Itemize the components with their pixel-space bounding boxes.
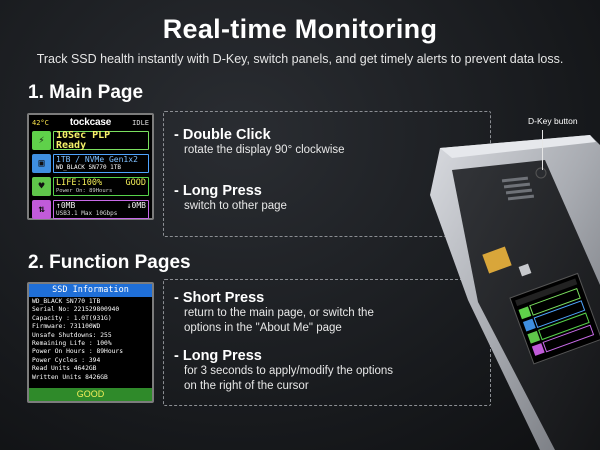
info-line: Read Units 4642GB bbox=[32, 365, 97, 373]
instruction-title: - Short Press bbox=[174, 290, 265, 306]
short-press-instruction: - Short Press return to the main page, o… bbox=[174, 290, 374, 336]
info-line: WD_BLACK SN770 1TB bbox=[32, 298, 101, 305]
plp-status: 10Sec PLP Ready bbox=[56, 129, 111, 151]
health-status: GOOD bbox=[29, 388, 152, 401]
d-key-pointer-line bbox=[542, 130, 543, 170]
info-line: Serial No: 221529800940 bbox=[32, 306, 120, 314]
long-press-3s-instruction: - Long Press for 3 seconds to apply/modi… bbox=[174, 348, 393, 394]
battery-icon: ⚡ bbox=[32, 131, 51, 150]
power-on-hours: Power On: 89Hours bbox=[56, 187, 113, 194]
instruction-text: return to the main page, or switch the bbox=[184, 307, 374, 319]
instruction-text: for 3 seconds to apply/modify the option… bbox=[184, 365, 394, 377]
life-percent: LIFE:100% bbox=[56, 178, 103, 188]
instruction-text: options in the "About Me" page bbox=[184, 322, 342, 334]
info-line: Capacity : 1.0T(931G) bbox=[32, 314, 112, 322]
status-text: IDLE bbox=[132, 118, 149, 127]
info-line: Unsafe Shutdowns: 255 bbox=[32, 331, 112, 339]
function-pages-heading: 2. Function Pages bbox=[28, 252, 191, 273]
page-title: Real-time Monitoring bbox=[162, 14, 438, 44]
instruction-text: rotate the display 90° clockwise bbox=[184, 144, 345, 156]
d-key-label: D-Key button bbox=[528, 116, 578, 126]
page-subtitle: Track SSD health instantly with D-Key, s… bbox=[36, 52, 564, 66]
write-speed: ↓0MB bbox=[126, 201, 146, 210]
read-speed: ↑0MB bbox=[56, 201, 76, 210]
heartbeat-icon: ♥ bbox=[32, 177, 51, 196]
instruction-title: - Double Click bbox=[174, 127, 271, 143]
info-line: Remaining Life : 100% bbox=[32, 340, 112, 348]
device-screen bbox=[509, 272, 600, 365]
main-page-heading: 1. Main Page bbox=[28, 82, 144, 103]
drive-model: WD_BLACK SN770 1TB bbox=[56, 164, 122, 171]
transfer-icon: ⇅ bbox=[32, 200, 51, 219]
brand-logo: tockcase bbox=[69, 117, 112, 128]
heatsink-grille bbox=[501, 176, 535, 201]
drive-capacity: 1TB / NVMe Gen1x2 bbox=[56, 155, 138, 164]
d-key-button bbox=[535, 167, 547, 179]
function-page-instructions: - Short Press return to the main page, o… bbox=[163, 279, 491, 406]
instruction-text: switch to other page bbox=[184, 200, 287, 212]
main-page-screen: 42°C tockcase IDLE ⚡ 10Sec PLP Ready ▣ 1… bbox=[27, 113, 154, 220]
instruction-text: on the right of the cursor bbox=[184, 380, 309, 392]
screen-header: SSD Information bbox=[29, 284, 152, 297]
temperature-readout: 42°C bbox=[32, 118, 49, 127]
info-line: Power On Hours : 89Hours bbox=[32, 348, 123, 356]
info-line: Written Units 8426GB bbox=[32, 373, 108, 381]
info-line: Firmware: 731100WD bbox=[32, 323, 101, 331]
info-line: Power Cycles : 394 bbox=[32, 356, 101, 364]
instruction-title: - Long Press bbox=[174, 348, 262, 364]
double-click-instruction: - Double Click rotate the display 90° cl… bbox=[174, 127, 345, 158]
main-page-instructions: - Double Click rotate the display 90° cl… bbox=[163, 111, 491, 237]
usb-info: USB3.1 Max 10Gbps bbox=[56, 210, 118, 217]
instruction-title: - Long Press bbox=[174, 183, 262, 199]
long-press-instruction: - Long Press switch to other page bbox=[174, 183, 287, 214]
drive-icon: ▣ bbox=[32, 154, 51, 173]
connector-chip bbox=[482, 246, 512, 274]
life-status: GOOD bbox=[125, 178, 146, 188]
